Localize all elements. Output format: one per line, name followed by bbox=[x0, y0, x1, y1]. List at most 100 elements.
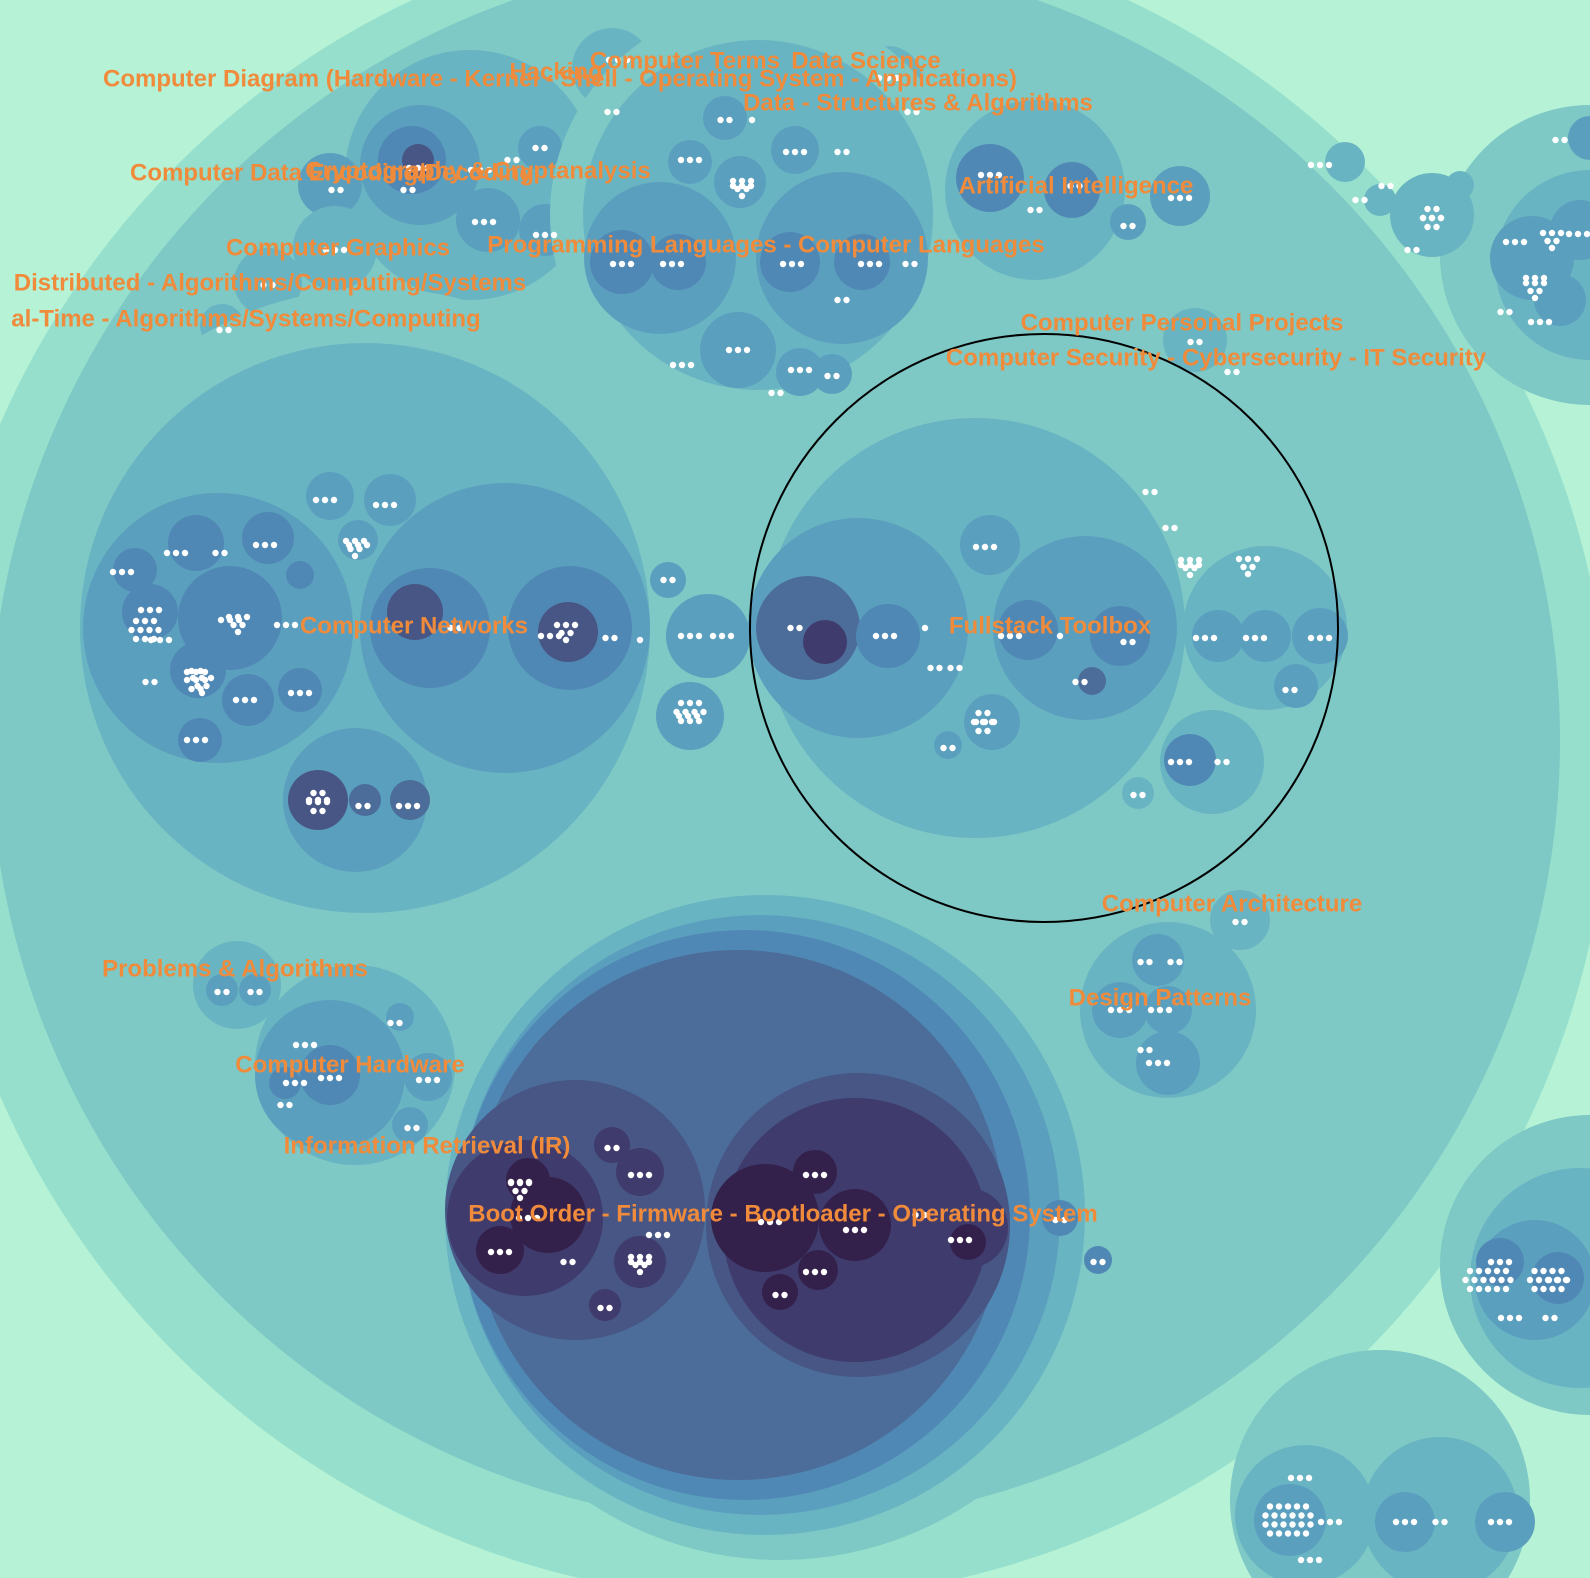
topic-circle[interactable] bbox=[589, 1289, 621, 1321]
label-computer-security[interactable]: Computer Security - Cybersecurity - IT S… bbox=[946, 344, 1487, 371]
topic-circle[interactable] bbox=[1210, 890, 1270, 950]
label-computer-diagram[interactable]: Computer Diagram (Hardware - Kernel - Sh… bbox=[103, 65, 1017, 92]
topic-circle[interactable] bbox=[803, 620, 847, 664]
leaf-dot bbox=[618, 260, 626, 268]
leaf-dot bbox=[734, 346, 742, 354]
topic-circle[interactable] bbox=[206, 974, 238, 1006]
label-hacking[interactable]: Hacking bbox=[509, 58, 602, 85]
topic-circle[interactable] bbox=[1192, 610, 1244, 662]
label-cryptography[interactable]: Cryptography & Cryptanalysis bbox=[305, 157, 650, 184]
label-computer-architecture[interactable]: Computer Architecture bbox=[1102, 890, 1362, 917]
topic-circle[interactable] bbox=[168, 515, 224, 571]
label-fullstack-toolbox[interactable]: Fullstack Toolbox bbox=[949, 612, 1152, 639]
topic-circle[interactable] bbox=[1163, 308, 1227, 372]
topic-circle[interactable] bbox=[711, 1164, 819, 1272]
topic-circle[interactable] bbox=[242, 512, 294, 564]
topic-circle[interactable] bbox=[998, 600, 1058, 660]
label-distributed[interactable]: Distributed - Algorithms/Computing/Syste… bbox=[14, 269, 526, 296]
topic-circle[interactable] bbox=[1254, 1484, 1326, 1556]
label-computer-personal-projects[interactable]: Computer Personal Projects bbox=[1021, 309, 1344, 336]
topic-circle[interactable] bbox=[1534, 274, 1586, 326]
label-computer-graphics[interactable]: Computer Graphics bbox=[226, 234, 450, 261]
label-data-structures-algorithms[interactable]: Data - Structures & Algorithms bbox=[743, 89, 1093, 116]
topic-circle[interactable] bbox=[298, 153, 362, 217]
leaf-dot bbox=[834, 296, 841, 304]
topic-circle[interactable] bbox=[762, 1274, 798, 1310]
leaf-dot bbox=[605, 56, 613, 64]
label-real-time[interactable]: al-Time - Algorithms/Systems/Computing bbox=[11, 305, 480, 332]
topic-circle[interactable] bbox=[812, 354, 852, 394]
topic-circle[interactable] bbox=[1122, 777, 1154, 809]
leaf-dot bbox=[260, 281, 267, 289]
topic-circle[interactable] bbox=[594, 1127, 630, 1163]
topic-circle[interactable] bbox=[1078, 667, 1106, 695]
topic-circle[interactable] bbox=[819, 1189, 891, 1261]
topic-circle[interactable] bbox=[387, 584, 443, 640]
leaf-dot bbox=[1433, 205, 1440, 213]
topic-circle[interactable] bbox=[1090, 606, 1150, 666]
topic-circle[interactable] bbox=[1568, 116, 1590, 160]
leaf-dot bbox=[323, 798, 331, 806]
topic-circle[interactable] bbox=[1044, 162, 1100, 218]
topic-circle[interactable] bbox=[666, 594, 750, 678]
topic-circle[interactable] bbox=[286, 561, 314, 589]
topic-circle[interactable] bbox=[392, 1107, 428, 1143]
topic-circle[interactable] bbox=[650, 562, 686, 598]
topic-circle[interactable] bbox=[993, 536, 1177, 720]
topic-circle[interactable] bbox=[178, 718, 222, 762]
topic-circle[interactable] bbox=[1042, 1200, 1078, 1236]
topic-circle[interactable] bbox=[239, 974, 271, 1006]
leaf-dot bbox=[777, 389, 784, 397]
leaf-dot bbox=[1120, 222, 1127, 230]
topic-circle[interactable] bbox=[1110, 204, 1146, 240]
topic-circle[interactable] bbox=[1274, 664, 1318, 708]
leaf-dot bbox=[1542, 1314, 1549, 1322]
topic-circle[interactable] bbox=[934, 731, 962, 759]
topic-circle[interactable] bbox=[113, 548, 157, 592]
topic-circle[interactable] bbox=[306, 472, 354, 520]
label-design-patterns[interactable]: Design Patterns bbox=[1069, 984, 1252, 1011]
topic-circle[interactable] bbox=[360, 483, 650, 773]
topic-circle[interactable] bbox=[1475, 1492, 1535, 1552]
label-artificial-intelligence[interactable]: Artificial Intelligence bbox=[959, 172, 1194, 199]
leaf-dot bbox=[1496, 1258, 1504, 1266]
leaf-dot bbox=[553, 621, 561, 629]
topic-circle[interactable] bbox=[703, 96, 747, 140]
topic-circle[interactable] bbox=[1550, 200, 1590, 260]
leaf-dot bbox=[146, 626, 153, 634]
topic-circle[interactable] bbox=[1132, 934, 1184, 986]
leaf-dot bbox=[1006, 632, 1014, 640]
topic-circle[interactable] bbox=[364, 474, 416, 526]
leaf-dot bbox=[1487, 1258, 1495, 1266]
topic-circle[interactable] bbox=[1364, 184, 1396, 216]
label-problems-algorithms[interactable]: Problems & Algorithms bbox=[102, 955, 368, 982]
label-computer-networks[interactable]: Computer Networks bbox=[300, 612, 528, 639]
topic-circle[interactable] bbox=[1325, 142, 1365, 182]
label-computer-terms[interactable]: Computer Terms bbox=[590, 47, 780, 74]
topic-circle[interactable] bbox=[798, 1250, 838, 1290]
topic-circle[interactable] bbox=[456, 188, 520, 252]
label-information-retrieval[interactable]: Information Retrieval (IR) bbox=[284, 1132, 571, 1159]
topic-circle[interactable] bbox=[386, 1003, 414, 1031]
leaf-dot bbox=[1275, 1503, 1283, 1510]
topic-circle[interactable] bbox=[390, 780, 430, 820]
label-computer-data-encoding[interactable]: Computer Data Encoding/Decoding bbox=[130, 159, 534, 186]
leaf-dot bbox=[604, 1144, 611, 1152]
topic-circle[interactable] bbox=[234, 248, 302, 316]
leaf-dot bbox=[1244, 570, 1252, 578]
label-computer-hardware[interactable]: Computer Hardware bbox=[235, 1051, 464, 1078]
label-programming-languages[interactable]: Programming Languages - Computer Languag… bbox=[487, 231, 1044, 258]
topic-circle[interactable] bbox=[1084, 1246, 1112, 1274]
topic-circle[interactable] bbox=[1446, 171, 1474, 199]
topic-circle[interactable] bbox=[650, 234, 706, 290]
topic-circle[interactable] bbox=[518, 126, 562, 170]
topic-circle[interactable] bbox=[349, 784, 381, 816]
topic-circle[interactable] bbox=[960, 515, 1020, 575]
leaf-dot bbox=[800, 148, 808, 156]
label-data-science[interactable]: Data Science bbox=[791, 47, 940, 74]
topic-circle[interactable] bbox=[756, 576, 860, 680]
label-boot-order[interactable]: Boot Order - Firmware - Bootloader - Ope… bbox=[468, 1200, 1097, 1227]
